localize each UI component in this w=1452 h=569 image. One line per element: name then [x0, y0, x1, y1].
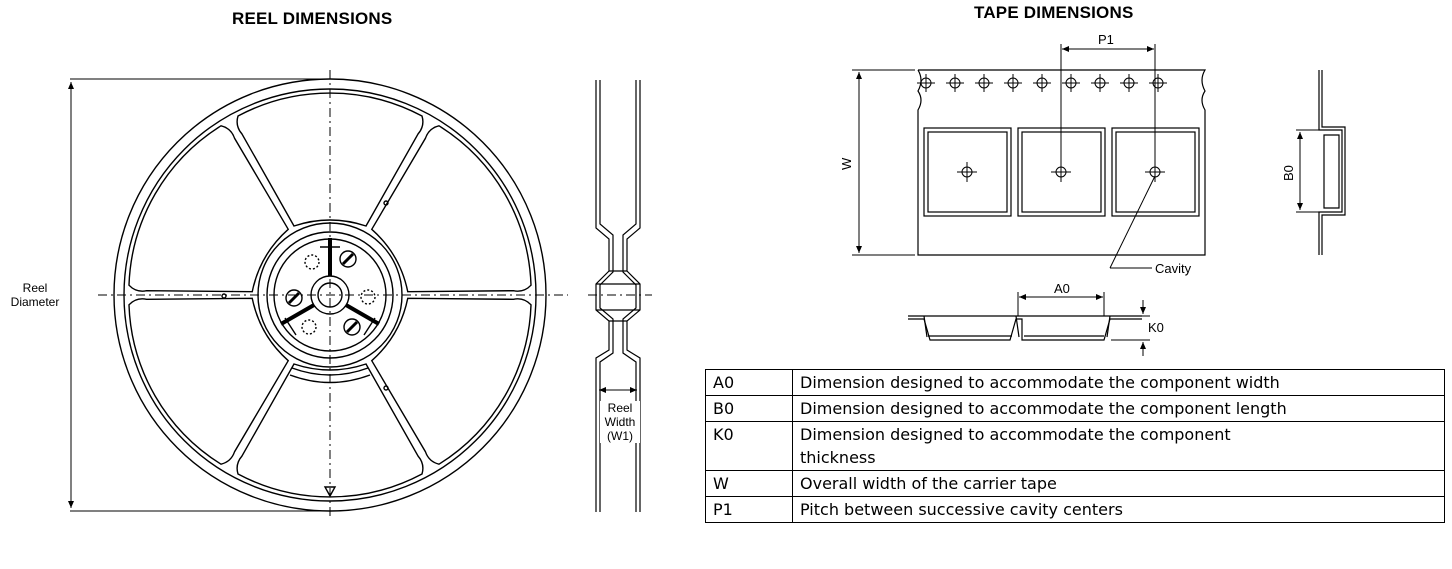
sprocket-holes: [917, 73, 1168, 183]
k0-dimension: [1111, 300, 1150, 356]
legend-description: Dimension designed to accommodate the co…: [792, 421, 1445, 471]
table-row: K0 Dimension designed to accommodate the…: [705, 421, 1445, 471]
legend-symbol: K0: [705, 421, 793, 471]
p1-label: P1: [1098, 32, 1114, 47]
legend-symbol: B0: [705, 395, 793, 422]
reel-diameter-dimension: [68, 78, 332, 512]
reel-diameter-label-line2: Diameter: [10, 295, 60, 309]
dimension-legend-table: A0 Dimension designed to accommodate the…: [705, 369, 1445, 523]
reel-width-label-line3: (W1): [607, 429, 633, 443]
a0-label: A0: [1054, 281, 1070, 296]
b0-dimension: [1296, 129, 1320, 213]
legend-symbol: W: [705, 470, 793, 497]
w-label: W: [839, 157, 854, 170]
legend-description: Overall width of the carrier tape: [792, 470, 1445, 497]
table-row: W Overall width of the carrier tape: [705, 470, 1445, 497]
reel-side-view: [595, 80, 641, 512]
legend-symbol: A0: [705, 369, 793, 396]
legend-description: Pitch between successive cavity centers: [792, 496, 1445, 523]
reel-diameter-label: Reel Diameter: [2, 281, 68, 309]
tape-side-view: [1318, 70, 1346, 255]
legend-symbol: P1: [705, 496, 793, 523]
reel-width-label: Reel Width (W1): [600, 401, 640, 443]
reel-width-label-line1: Reel: [607, 401, 633, 415]
cavity-label: Cavity: [1155, 261, 1192, 276]
legend-description: Dimension designed to accommodate the co…: [792, 369, 1445, 396]
tape-top-view: [917, 69, 1207, 256]
reel-width-label-line2: Width: [604, 415, 636, 429]
reel-diameter-label-line1: Reel: [22, 281, 48, 295]
cavity-leader: [1109, 175, 1156, 269]
tape-dimensions-title: TAPE DIMENSIONS: [974, 3, 1134, 22]
p1-dimension: [1060, 44, 1156, 172]
a0-dimension: [1017, 292, 1105, 316]
table-row: P1 Pitch between successive cavity cente…: [705, 496, 1445, 523]
reel-center-lines: [98, 70, 568, 520]
tape-cross-section: [908, 315, 1142, 341]
table-row: B0 Dimension designed to accommodate the…: [705, 395, 1445, 422]
reel-window-cutout: [236, 92, 424, 227]
reel-dimensions-title: REEL DIMENSIONS: [232, 9, 393, 28]
w-dimension: [852, 69, 915, 256]
legend-description: Dimension designed to accommodate the co…: [792, 395, 1445, 422]
k0-label: K0: [1148, 320, 1164, 335]
table-row: A0 Dimension designed to accommodate the…: [705, 369, 1445, 396]
b0-label: B0: [1281, 165, 1296, 181]
